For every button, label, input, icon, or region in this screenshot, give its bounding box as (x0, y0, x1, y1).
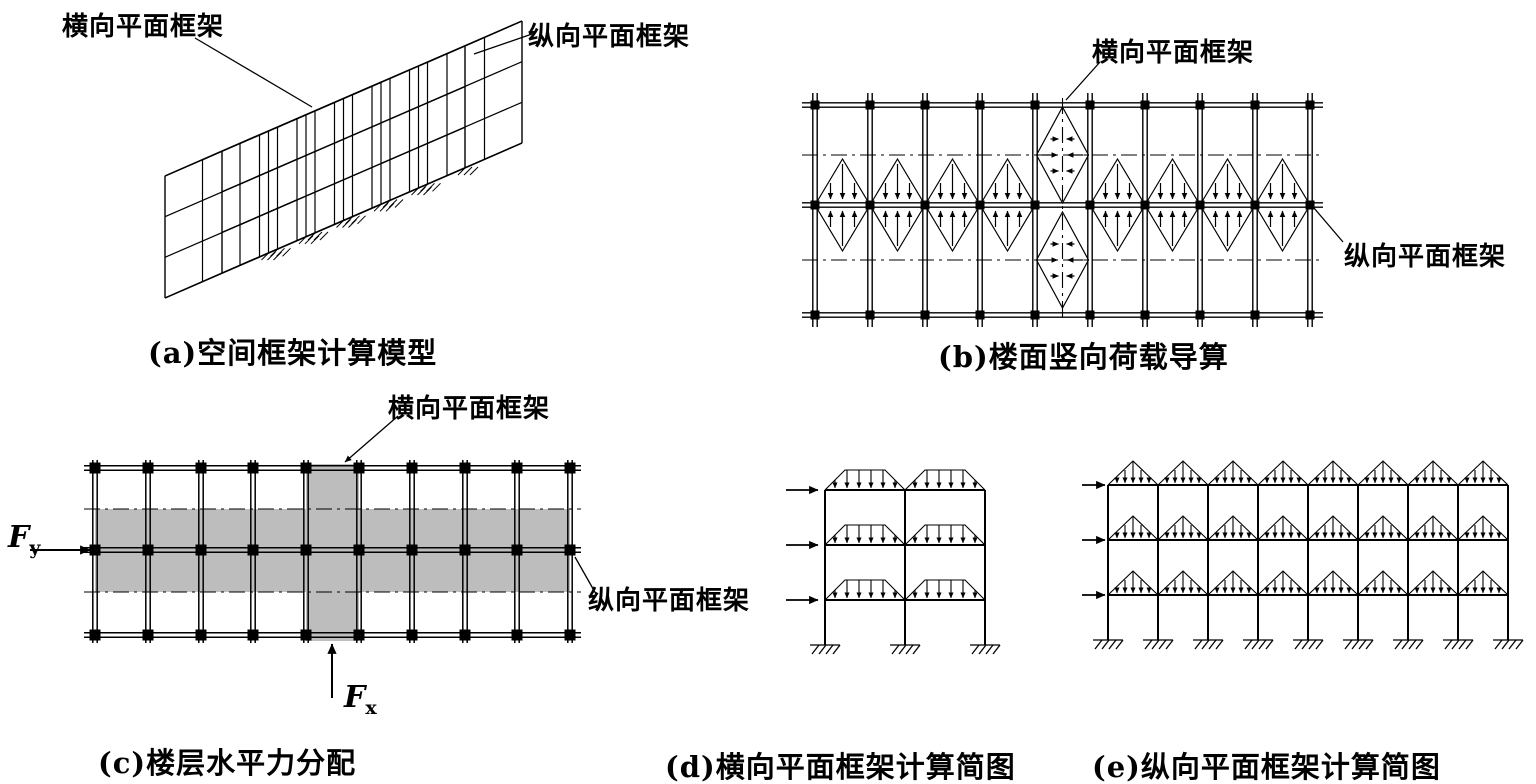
panel-b-caption: (b)楼面竖向荷载导算 (938, 340, 1229, 374)
force-label-fx: Fx (344, 680, 377, 719)
panel-e-caption: (e)纵向平面框架计算简图 (1092, 750, 1441, 784)
fx-symbol: F (344, 680, 366, 715)
centerlines-group (84, 508, 581, 593)
lateral-load-arrows (1082, 480, 1106, 600)
panel-c-caption: (c)楼层水平力分配 (98, 746, 357, 780)
panel-b-longitudinal-frame-label: 纵向平面框架 (1344, 242, 1507, 272)
panel-d-caption: (d)横向平面框架计算简图 (665, 750, 1016, 784)
leader-lines (1065, 61, 1344, 243)
panel-c-longitudinal-frame-label: 纵向平面框架 (588, 586, 751, 616)
panel-c-transverse-frame-label: 横向平面框架 (388, 394, 551, 424)
fixed-supports (809, 644, 1001, 655)
panel-a-transverse-frame-label: 横向平面框架 (62, 12, 225, 42)
panel-c-drawing (30, 415, 597, 698)
leader-lines (194, 33, 533, 108)
panel-b-drawing (801, 61, 1344, 328)
panel-e-drawing (1082, 430, 1524, 650)
fy-subscript: y (29, 537, 41, 559)
lateral-load-arrows (786, 485, 819, 605)
interior-columns (239, 66, 420, 253)
panel-a-drawing (164, 20, 533, 299)
fixed-supports (1092, 639, 1524, 650)
leader-lines (344, 415, 597, 595)
force-label-fy: Fy (8, 520, 40, 559)
fy-symbol: F (8, 520, 30, 555)
base-hatches (260, 166, 479, 261)
fx-subscript: x (365, 697, 377, 719)
front-columns (201, 62, 429, 282)
panel-d-drawing (786, 440, 1001, 655)
panel-b-transverse-frame-label: 横向平面框架 (1092, 38, 1255, 68)
panel-a-longitudinal-frame-label: 纵向平面框架 (528, 22, 691, 52)
frame-members (824, 489, 986, 645)
centerlines-group (802, 98, 1323, 322)
panel-a-caption: (a)空间框架计算模型 (148, 336, 438, 370)
back-columns (258, 37, 486, 257)
frame-members (1107, 484, 1509, 640)
